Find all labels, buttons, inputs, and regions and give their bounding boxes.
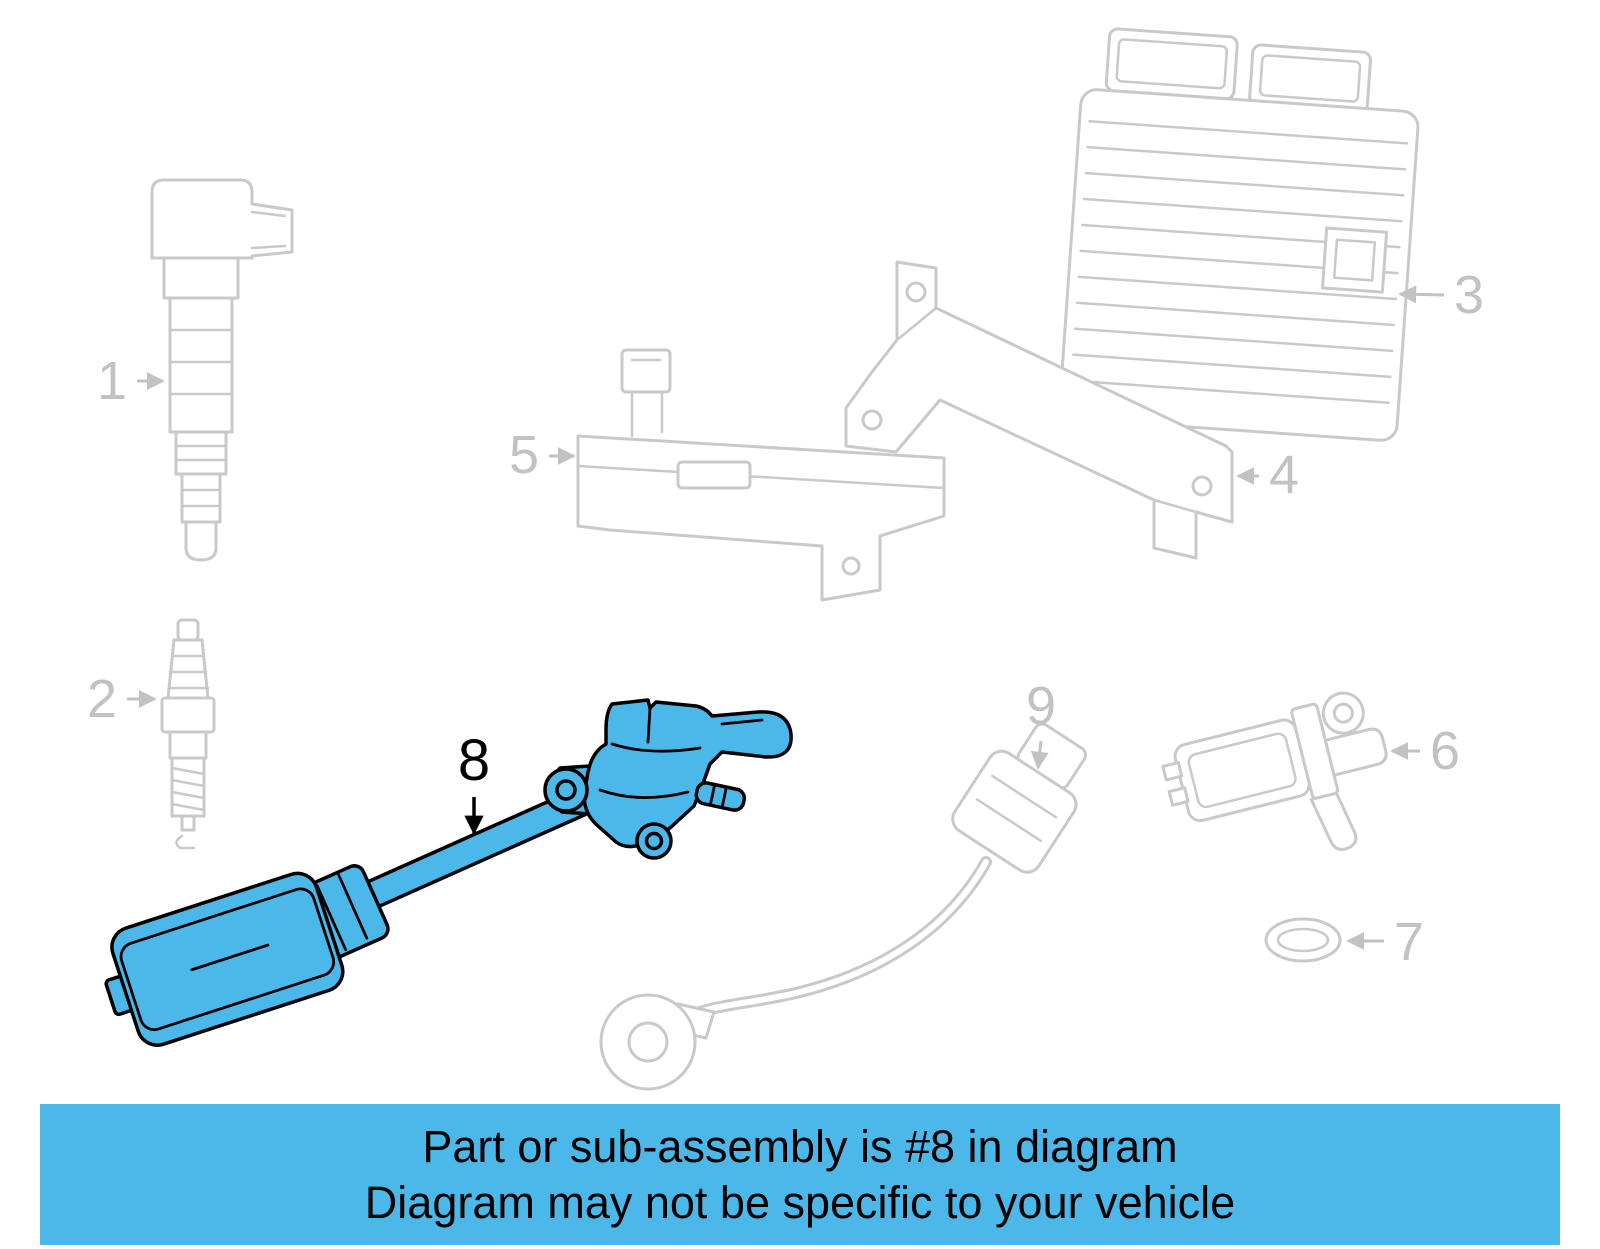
part-label-5-text: 5 (509, 425, 539, 485)
spark-plug-part (160, 618, 216, 850)
engine-control-module-part (1058, 27, 1420, 442)
part-label-2: 2 (87, 669, 157, 729)
mounting-bracket-5-part (576, 348, 946, 602)
part-label-4-text: 4 (1269, 445, 1299, 505)
sensor-head (543, 698, 793, 860)
part-label-2-text: 2 (87, 669, 117, 729)
part-label-3-text: 3 (1454, 265, 1484, 325)
part-label-1: 1 (97, 351, 165, 411)
crankshaft-position-sensor-part (104, 698, 793, 1047)
part-label-8-text: 8 (458, 728, 490, 793)
part-label-6-text: 6 (1430, 721, 1460, 781)
sensor-connector (104, 871, 345, 1047)
notice-line-1: Part or sub-assembly is #8 in diagram (422, 1120, 1178, 1172)
part-label-5: 5 (509, 425, 576, 485)
leader-arrow (1030, 740, 1049, 770)
part-label-6: 6 (1390, 721, 1460, 781)
part-label-1-text: 1 (97, 351, 127, 411)
notice-banner: Part or sub-assembly is #8 in diagram Di… (40, 1104, 1560, 1245)
o-ring-part (1264, 917, 1342, 963)
camshaft-position-sensor-part (1161, 691, 1388, 851)
part-label-3: 3 (1398, 265, 1484, 325)
part-label-9: 9 (1026, 676, 1056, 770)
part-label-7-text: 7 (1394, 912, 1424, 972)
ignition-coil-part (150, 178, 294, 562)
mounting-bracket-4-part (844, 260, 1234, 560)
part-label-7: 7 (1346, 912, 1424, 972)
leader-arrow (1398, 285, 1445, 304)
knock-sensor-part (599, 722, 1087, 1091)
part-label-8: 8 (458, 728, 490, 835)
part-label-4: 4 (1236, 445, 1299, 505)
notice-line-2: Diagram may not be specific to your vehi… (364, 1176, 1236, 1228)
part-label-9-text: 9 (1026, 676, 1056, 736)
